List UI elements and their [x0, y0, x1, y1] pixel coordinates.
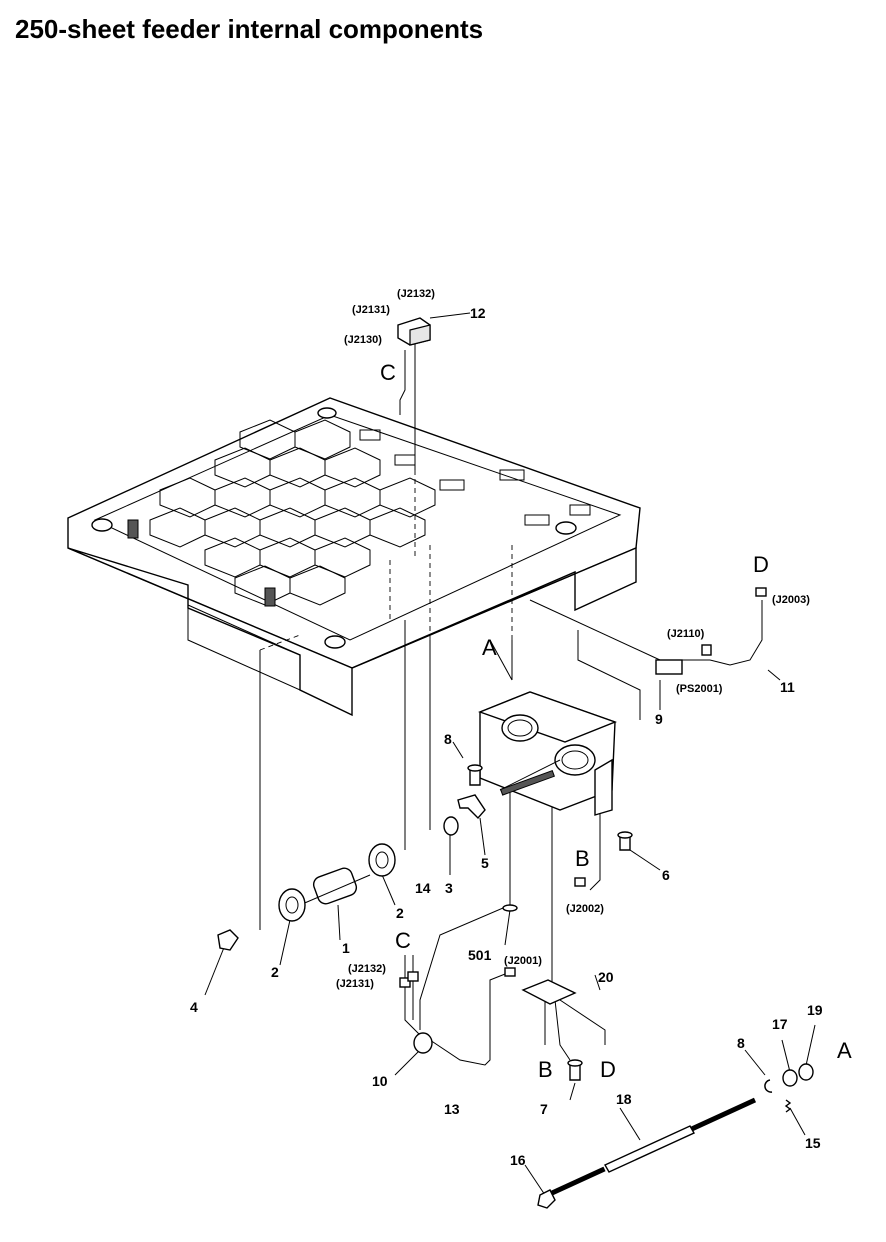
cross-reference-letters: C A D B C B D A [380, 360, 852, 1082]
callout-15: 15 [805, 1135, 821, 1151]
letter-c-top: C [380, 360, 396, 385]
callout-3: 3 [445, 880, 453, 896]
callout-16: 16 [510, 1152, 526, 1168]
letter-b-bottom: B [538, 1057, 553, 1082]
callout-5: 5 [481, 855, 489, 871]
callout-7: 7 [540, 1101, 548, 1117]
connector-j2001: (J2001) [504, 955, 542, 967]
callout-18: 18 [616, 1091, 632, 1107]
connector-j2132-bottom: (J2132) [348, 963, 386, 975]
letter-d-right: D [753, 552, 769, 577]
connector-j2130: (J2130) [344, 334, 382, 346]
connector-j2131-bottom: (J2131) [336, 978, 374, 990]
callout-1: 1 [342, 940, 350, 956]
connector-j2131-top: (J2131) [352, 304, 390, 316]
callout-13: 13 [444, 1101, 460, 1117]
connector-j2002: (J2002) [566, 903, 604, 915]
callout-2-left: 2 [271, 964, 279, 980]
letter-d-bottom: D [600, 1057, 616, 1082]
callout-19: 19 [807, 1002, 823, 1018]
connector-labels: (J2132) (J2131) (J2130) (J2003) (J2110) … [336, 288, 810, 990]
callout-9: 9 [655, 711, 663, 727]
callout-4: 4 [190, 999, 198, 1015]
sensor-connector-12 [397, 317, 431, 346]
letter-c-left: C [395, 928, 411, 953]
letter-a-right: A [837, 1038, 852, 1063]
callout-10: 10 [372, 1073, 388, 1089]
connector-j2110: (J2110) [667, 628, 705, 640]
small-parts [217, 587, 814, 1209]
connector-ps2001: (PS2001) [676, 683, 723, 695]
letter-a-mid: A [482, 635, 497, 660]
letter-b-mid: B [575, 846, 590, 871]
callout-8-top: 8 [444, 731, 452, 747]
callout-numbers: 12 11 9 8 6 5 3 14 2 1 2 4 501 20 10 13 … [190, 305, 823, 1168]
callout-17: 17 [772, 1016, 788, 1032]
callout-12: 12 [470, 305, 486, 321]
callout-20: 20 [598, 969, 614, 985]
callout-6-right: 6 [662, 867, 670, 883]
callout-501: 501 [468, 947, 492, 963]
callout-11: 11 [780, 679, 795, 695]
page-title: 250-sheet feeder internal components [15, 14, 484, 44]
callout-2-right: 2 [396, 905, 404, 921]
connector-j2003: (J2003) [772, 594, 810, 606]
connector-j2132-top: (J2132) [397, 288, 435, 300]
feeder-tray [67, 397, 641, 717]
drive-assembly [478, 691, 617, 816]
callout-14: 14 [415, 880, 431, 896]
callout-8-right: 8 [737, 1035, 745, 1051]
